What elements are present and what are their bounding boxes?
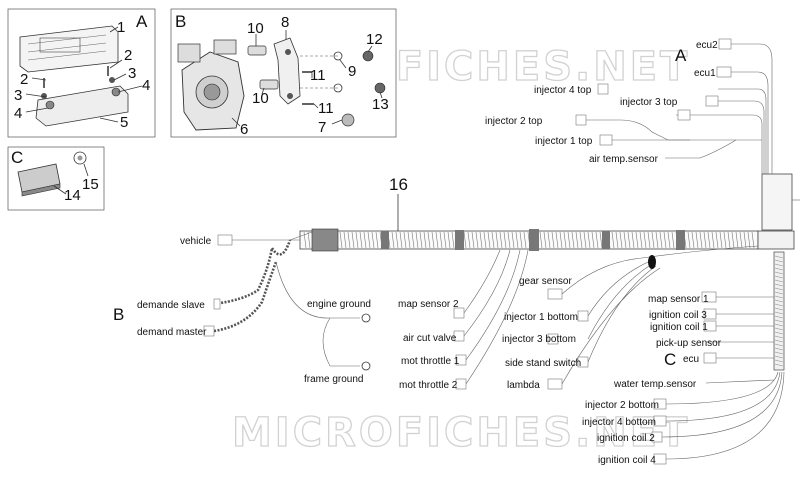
inset-b-part-12: 12 — [366, 31, 383, 48]
inset-c: C 14 15 — [7, 146, 105, 211]
label-demand-master: demand master — [137, 327, 207, 338]
label-ecu: ecu — [683, 354, 699, 365]
inset-b-part-7: 7 — [318, 119, 326, 136]
label-water-temp-sensor: water temp.sensor — [613, 379, 697, 390]
label-ecu1: ecu1 — [694, 68, 716, 79]
label-lambda: lambda — [507, 380, 540, 391]
label-map-sensor-2: map sensor 2 — [398, 299, 459, 310]
label-injector-2-bottom: injector 2 bottom — [585, 400, 659, 411]
label-injector-1-top: injector 1 top — [535, 136, 593, 147]
watermark-bottom: MICROFICHES.NET — [232, 410, 690, 456]
inset-c-letter: C — [11, 148, 23, 167]
inset-a-part-3b: 3 — [128, 65, 136, 82]
inset-a-part-4a: 4 — [14, 105, 22, 122]
group-letter-a: A — [675, 46, 687, 65]
inset-b-part-13: 13 — [372, 96, 389, 113]
group-letter-b: B — [113, 305, 124, 324]
label-ecu2: ecu2 — [696, 40, 718, 51]
inset-a-letter: A — [136, 12, 148, 31]
main-harness: 16 A B C — [113, 43, 800, 460]
label-injector-3-bottom: injector 3 bottom — [502, 334, 576, 345]
inset-b-part-10b: 10 — [252, 90, 269, 107]
label-air-cut-valve: air cut valve — [403, 333, 457, 344]
inset-a-part-4b: 4 — [142, 77, 150, 94]
group-letter-c: C — [664, 350, 676, 369]
label-air-temp-sensor: air temp.sensor — [589, 154, 659, 165]
label-injector-4-top: injector 4 top — [534, 85, 592, 96]
inset-a-part-1: 1 — [117, 19, 125, 36]
inset-b-part-8: 8 — [281, 14, 289, 31]
label-ignition-coil-1: ignition coil 1 — [650, 322, 708, 333]
inset-a-part-3a: 3 — [14, 87, 22, 104]
inset-b-letter: B — [175, 12, 186, 31]
label-mot-throttle-1: mot throttle 1 — [401, 356, 460, 367]
inset-b: B 10 8 12 9 11 — [170, 8, 397, 138]
harness-labels: ecu2 ecu1 injector 4 top injector 3 top … — [137, 40, 722, 466]
inset-c-part-15: 15 — [82, 176, 99, 193]
label-ignition-coil-4: ignition coil 4 — [598, 455, 656, 466]
inset-a-part-2b: 2 — [124, 47, 132, 64]
label-injector-3-top: injector 3 top — [620, 97, 678, 108]
label-gear-sensor: gear sensor — [519, 276, 572, 287]
inset-b-part-11a: 11 — [310, 67, 326, 84]
inset-b-part-11b: 11 — [318, 100, 334, 117]
label-injector-1-bottom: injector 1 bottom — [504, 312, 578, 323]
label-mot-throttle-2: mot throttle 2 — [399, 380, 458, 391]
connector-tags — [203, 38, 732, 465]
inset-c-part-14: 14 — [64, 187, 81, 204]
inset-b-part-9: 9 — [348, 63, 356, 80]
label-injector-2-top: injector 2 top — [485, 116, 543, 127]
inset-a-part-2a: 2 — [20, 71, 28, 88]
inset-a-part-5: 5 — [120, 114, 128, 131]
label-side-stand-switch: side stand switch — [505, 358, 581, 369]
label-demande-slave: demande slave — [137, 300, 205, 311]
label-vehicle: vehicle — [180, 236, 212, 247]
label-frame-ground: frame ground — [304, 374, 363, 385]
label-ignition-coil-3: ignition coil 3 — [649, 310, 707, 321]
inset-b-part-10a: 10 — [247, 20, 264, 37]
label-ignition-coil-2: ignition coil 2 — [597, 433, 655, 444]
label-injector-4-bottom: injector 4 bottom — [582, 417, 656, 428]
part-16: 16 — [389, 175, 408, 194]
inset-a: A 1 2 2 3 3 4 4 5 — [7, 8, 156, 138]
label-map-sensor-1: map sensor 1 — [648, 294, 709, 305]
label-engine-ground: engine ground — [307, 299, 371, 310]
inset-b-part-6: 6 — [240, 121, 248, 138]
label-pick-up-sensor: pick-up sensor — [656, 338, 722, 349]
